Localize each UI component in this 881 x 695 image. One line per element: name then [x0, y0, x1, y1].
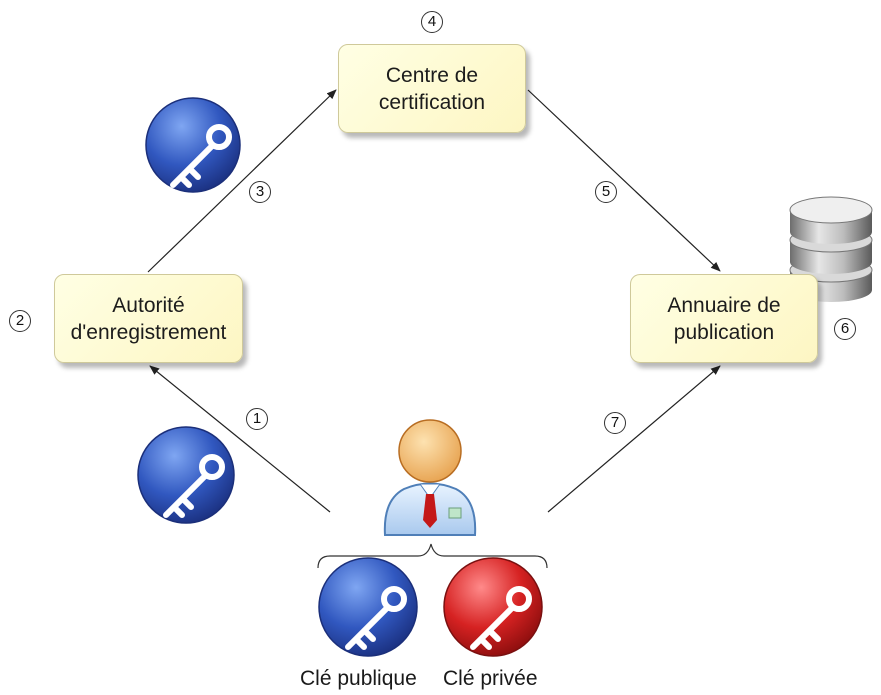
publication-directory-box: Annuaire de publication	[630, 274, 818, 363]
user-icon	[383, 419, 477, 536]
key-icon	[145, 97, 241, 193]
step-6-badge: 6	[834, 318, 856, 340]
database-icon	[789, 196, 873, 302]
key-icon	[318, 557, 418, 657]
step-3-badge: 3	[249, 181, 271, 203]
key-icon	[137, 426, 235, 524]
arrow-5	[527, 89, 721, 272]
arrow-7	[547, 365, 721, 513]
arrow-3	[147, 89, 337, 273]
certification-center-label: Centre de certification	[378, 63, 486, 114]
step-2-badge: 2	[9, 310, 31, 332]
step-5-badge: 5	[595, 181, 617, 203]
registration-authority-label: Autorité d'enregistrement	[70, 293, 227, 344]
key-icon	[443, 557, 543, 657]
publication-directory-label: Annuaire de publication	[667, 293, 781, 344]
certification-center-box: Centre de certification	[338, 44, 526, 133]
step-1-badge: 1	[246, 408, 268, 430]
private-key-caption: Clé privée	[443, 667, 538, 690]
brace	[317, 543, 548, 569]
step-7-badge: 7	[604, 412, 626, 434]
arrow-1	[149, 365, 331, 513]
registration-authority-box: Autorité d'enregistrement	[54, 274, 243, 363]
public-key-caption: Clé publique	[300, 667, 417, 690]
step-4-badge: 4	[421, 11, 443, 33]
